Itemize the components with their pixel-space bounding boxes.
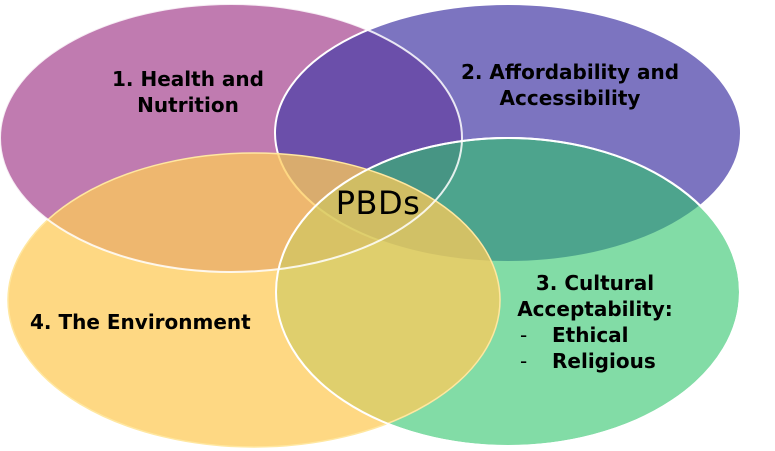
- outline-health: [0, 3, 463, 273]
- sub-item-ethical: -Ethical: [500, 322, 690, 348]
- label-afford-line-2: Accessibility: [499, 86, 641, 110]
- label-affordability-accessibility: 2. Affordability and Accessibility: [440, 59, 700, 111]
- bullet-dash: -: [520, 323, 528, 347]
- label-health-line-1: 1. Health and: [112, 67, 264, 91]
- outline-cultural: [275, 137, 741, 447]
- center-label-pbds: PBDs: [335, 184, 421, 222]
- label-health-line-2: Nutrition: [137, 93, 239, 117]
- label-env-line-1: 4. The Environment: [30, 310, 251, 334]
- sub-item-ethical-text: Ethical: [552, 323, 629, 347]
- label-culture-line-1: 3. Cultural: [535, 271, 655, 295]
- sub-item-religious: -Religious: [500, 348, 690, 374]
- bullet-dash: -: [520, 349, 528, 373]
- ellipse-environment: [7, 152, 501, 448]
- label-afford-line-1: 2. Affordability and: [460, 60, 680, 84]
- label-health-nutrition: 1. Health and Nutrition: [88, 66, 288, 118]
- label-environment: 4. The Environment: [30, 309, 270, 335]
- sub-item-religious-text: Religious: [552, 349, 656, 373]
- label-culture-line-2: Acceptability:: [517, 297, 673, 321]
- label-cultural-acceptability: 3. Cultural Acceptability: -Ethical -Rel…: [500, 270, 690, 374]
